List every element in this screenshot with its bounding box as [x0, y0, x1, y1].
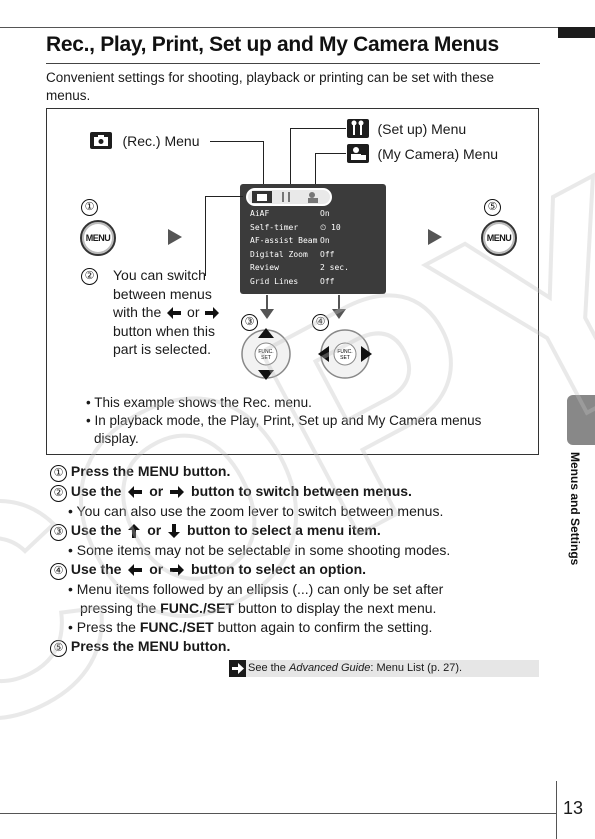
leader-line: [263, 141, 264, 187]
top-tab-marker: [558, 27, 595, 38]
down-arrow-icon: [332, 295, 346, 319]
leader-line: [210, 141, 264, 142]
svg-text:Menus and Settings: Menus and Settings: [568, 452, 582, 566]
leader-line: [290, 128, 346, 129]
step-4-note-1a: • Menu items followed by an ellipsis (..…: [68, 581, 444, 597]
step-5: ⑤ Press the MENU button.: [50, 638, 230, 657]
menu-button: MENU: [80, 220, 116, 256]
bottom-rule: [0, 813, 556, 814]
step-3: ③ Use the or button to select a menu ite…: [50, 522, 381, 541]
switch-note: You can switch between menus with the or…: [113, 266, 220, 359]
svg-text:FUNC.: FUNC.: [258, 349, 273, 355]
step-4: ④ Use the or button to select an option.: [50, 561, 366, 580]
control-dial-left-right: FUNC. SET: [318, 329, 372, 379]
camera-icon: [90, 132, 112, 150]
step-1: ① Press the MENU button.: [50, 463, 230, 482]
left-arrow-icon: [128, 564, 143, 577]
rec-menu-callout: (Rec.) Menu: [90, 132, 199, 150]
menu-button-label: MENU: [486, 233, 512, 243]
leader-line: [290, 128, 291, 188]
step-4-note-2: • Press the FUNC./SET button again to co…: [68, 619, 433, 635]
next-arrow-icon: [428, 229, 442, 245]
step-2: ② Use the or button to switch between me…: [50, 483, 412, 502]
intro-text: Convenient settings for shooting, playba…: [46, 70, 495, 103]
title-rule: [46, 63, 540, 64]
up-arrow-icon: [128, 524, 141, 539]
mycamera-menu-label: (My Camera) Menu: [377, 145, 499, 162]
right-arrow-icon: [170, 486, 185, 499]
step-number-4: ④: [312, 314, 329, 331]
menu-button: MENU: [481, 220, 517, 256]
left-arrow-icon: [167, 307, 182, 320]
page-title: Rec., Play, Print, Set up and My Camera …: [46, 33, 499, 56]
page-number: 13: [563, 798, 584, 818]
leader-line: [315, 153, 346, 154]
see-also-reference: See the Advanced Guide: Menu List (p. 27…: [229, 660, 539, 677]
next-arrow-icon: [168, 229, 182, 245]
leader-line: [315, 153, 316, 188]
svg-text:SET: SET: [340, 355, 350, 361]
diagram-box: [46, 108, 539, 455]
menu-button-label: MENU: [85, 233, 111, 243]
diagram-bullet: • In playback mode, the Play, Print, Set…: [86, 413, 482, 428]
setup-menu-callout: (Set up) Menu: [347, 119, 466, 138]
wrench-icon: [347, 119, 369, 138]
diagram-bullet: display.: [94, 431, 139, 446]
mycamera-menu-callout: (My Camera) Menu: [347, 144, 498, 163]
svg-text:FUNC.: FUNC.: [337, 349, 352, 355]
step-number-3: ③: [241, 314, 258, 331]
step-2-note: • You can also use the zoom lever to swi…: [68, 503, 444, 519]
step-number-1: ①: [81, 199, 98, 216]
step-number-2: ②: [81, 268, 98, 285]
mycamera-icon: [347, 144, 369, 163]
top-rule: [0, 27, 595, 28]
right-arrow-icon: [170, 564, 185, 577]
section-label: Menus and Settings: [568, 452, 582, 566]
left-arrow-icon: [128, 486, 143, 499]
leader-line: [205, 196, 206, 276]
rec-menu-label: (Rec.) Menu: [122, 132, 200, 149]
step-3-note: • Some items may not be selectable in so…: [68, 542, 451, 558]
down-arrow-icon: [260, 295, 274, 319]
control-dial-up-down: FUNC. SET: [241, 328, 291, 380]
section-tab: [567, 395, 595, 445]
step-4-note-1b: pressing the FUNC./SET button to display…: [80, 600, 437, 616]
leader-line: [205, 196, 243, 197]
menu-tab-bar: [246, 188, 332, 206]
right-arrow-icon: [205, 307, 220, 320]
diagram-bullet: • This example shows the Rec. menu.: [86, 395, 312, 410]
reference-arrow-icon: [229, 660, 246, 677]
svg-text:SET: SET: [261, 355, 271, 361]
bottom-vertical-rule: [556, 781, 557, 839]
down-arrow-icon: [168, 524, 181, 539]
setup-menu-label: (Set up) Menu: [377, 120, 467, 137]
step-number-5: ⑤: [484, 199, 501, 216]
lcd-row: Self-timer⏲ 10: [250, 223, 341, 232]
